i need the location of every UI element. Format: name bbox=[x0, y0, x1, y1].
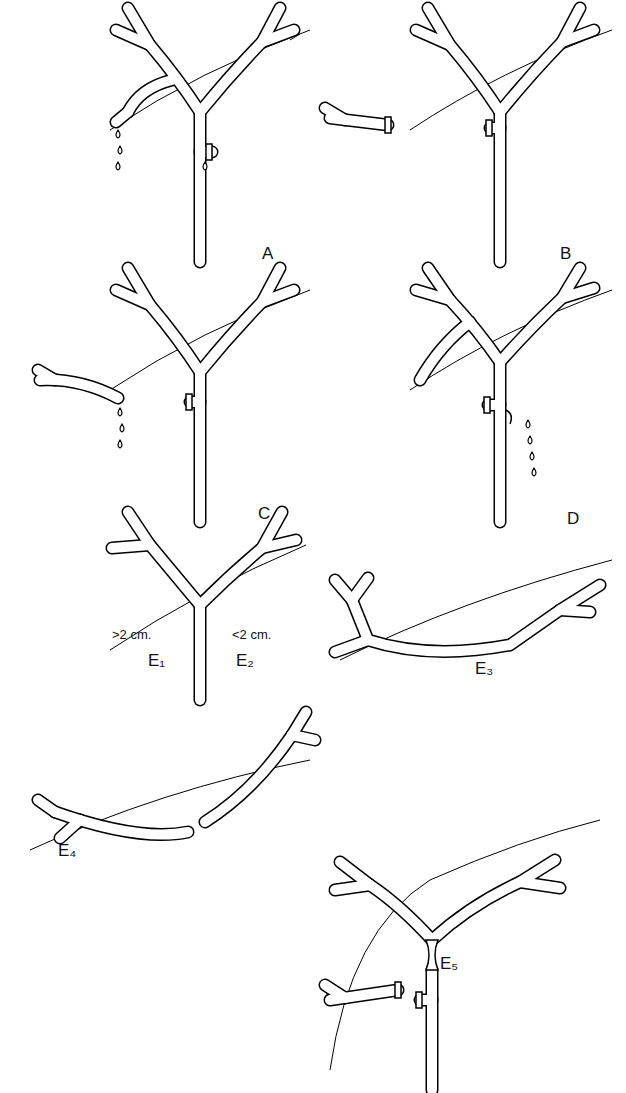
panel-label: E₅ bbox=[440, 955, 458, 974]
panel-label: <2 cm. bbox=[232, 628, 271, 642]
panel-label: E₃ bbox=[475, 660, 493, 679]
panel-label: >2 cm. bbox=[112, 628, 151, 642]
panel-label: A bbox=[262, 245, 273, 264]
panel-label: C bbox=[258, 505, 270, 524]
panel-label: E₄ bbox=[58, 842, 76, 861]
panel-label: E₂ bbox=[236, 652, 254, 671]
panel-label: E₁ bbox=[148, 652, 165, 671]
panel-label: B bbox=[560, 245, 571, 264]
panel-label: D bbox=[567, 510, 579, 529]
